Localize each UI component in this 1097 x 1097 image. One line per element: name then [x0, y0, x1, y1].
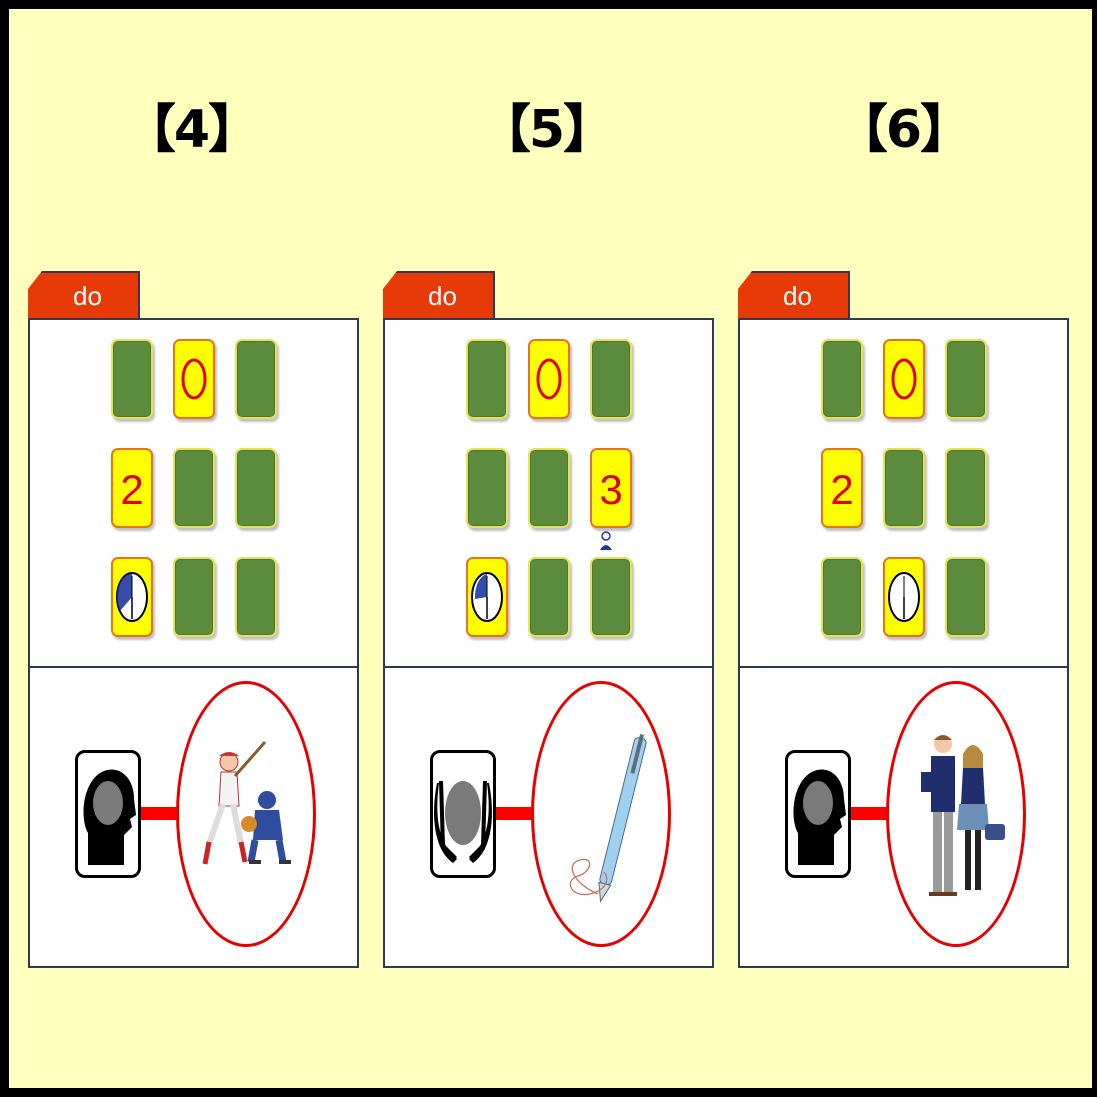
tile-digit[interactable]: 2	[821, 448, 863, 528]
tile-blank[interactable]	[466, 339, 508, 419]
circle-icon	[891, 358, 917, 400]
question-panel-6: do 2	[738, 271, 1071, 969]
tile-blank[interactable]	[821, 339, 863, 419]
hands-holding-head-icon	[430, 750, 496, 878]
tile-circle[interactable]	[883, 339, 925, 419]
tile-blank[interactable]	[883, 448, 925, 528]
picture-area	[738, 668, 1069, 968]
connector-line	[141, 807, 177, 820]
tile-digit[interactable]: 3	[590, 448, 632, 528]
tile-blank[interactable]	[111, 339, 153, 419]
tile-blank[interactable]	[945, 448, 987, 528]
tile-blank[interactable]	[528, 448, 570, 528]
connector-line	[851, 807, 887, 820]
tile-circle[interactable]	[528, 339, 570, 419]
tile-clock[interactable]	[466, 557, 508, 637]
tile-digit-text: 2	[120, 466, 144, 513]
question-label-6: 【6】	[835, 100, 972, 160]
tile-blank[interactable]	[821, 557, 863, 637]
question-panel-5: do 3	[383, 271, 716, 969]
circle-icon	[181, 358, 207, 400]
tile-blank[interactable]	[235, 448, 277, 528]
question-label-4: 【4】	[123, 100, 260, 160]
clock-icon	[116, 572, 148, 622]
tile-digit-text: 2	[830, 466, 854, 513]
tile-blank[interactable]	[173, 557, 215, 637]
question-panel-4: do 2	[28, 271, 361, 969]
tile-blank[interactable]	[590, 339, 632, 419]
picture-area	[28, 668, 359, 968]
clock-icon	[888, 572, 920, 622]
baseball-players-icon	[176, 681, 316, 947]
tile-blank[interactable]	[528, 557, 570, 637]
clock-icon	[471, 572, 503, 622]
tile-circle[interactable]	[173, 339, 215, 419]
pen-writing-icon	[531, 681, 671, 947]
tab-do[interactable]	[28, 271, 140, 320]
tile-clock[interactable]	[883, 557, 925, 637]
tile-blank[interactable]	[235, 339, 277, 419]
circle-icon	[536, 358, 562, 400]
person-marker-icon	[600, 531, 612, 550]
tab-label: do	[783, 281, 812, 311]
tab-label: do	[428, 281, 457, 311]
question-label-5: 【5】	[478, 100, 615, 160]
tile-digit[interactable]: 2	[111, 448, 153, 528]
tile-grid: 3	[383, 318, 714, 668]
head-silhouette-icon	[785, 750, 851, 878]
tile-grid: 2	[738, 318, 1069, 668]
tab-do[interactable]	[383, 271, 495, 320]
tile-blank[interactable]	[235, 557, 277, 637]
tile-grid: 2	[28, 318, 359, 668]
tile-blank[interactable]	[590, 557, 632, 637]
picture-area	[383, 668, 714, 968]
connector-line	[496, 807, 532, 820]
tile-blank[interactable]	[945, 557, 987, 637]
tile-blank[interactable]	[173, 448, 215, 528]
head-silhouette-icon	[75, 750, 141, 878]
students-uniform-icon	[886, 681, 1026, 947]
tile-blank[interactable]	[466, 448, 508, 528]
tile-clock[interactable]	[111, 557, 153, 637]
tab-label: do	[73, 281, 102, 311]
page-frame: 【4】 【5】 【6】 do 2	[9, 9, 1092, 1088]
tab-do[interactable]	[738, 271, 850, 320]
tile-digit-text: 3	[599, 466, 623, 513]
tile-blank[interactable]	[945, 339, 987, 419]
